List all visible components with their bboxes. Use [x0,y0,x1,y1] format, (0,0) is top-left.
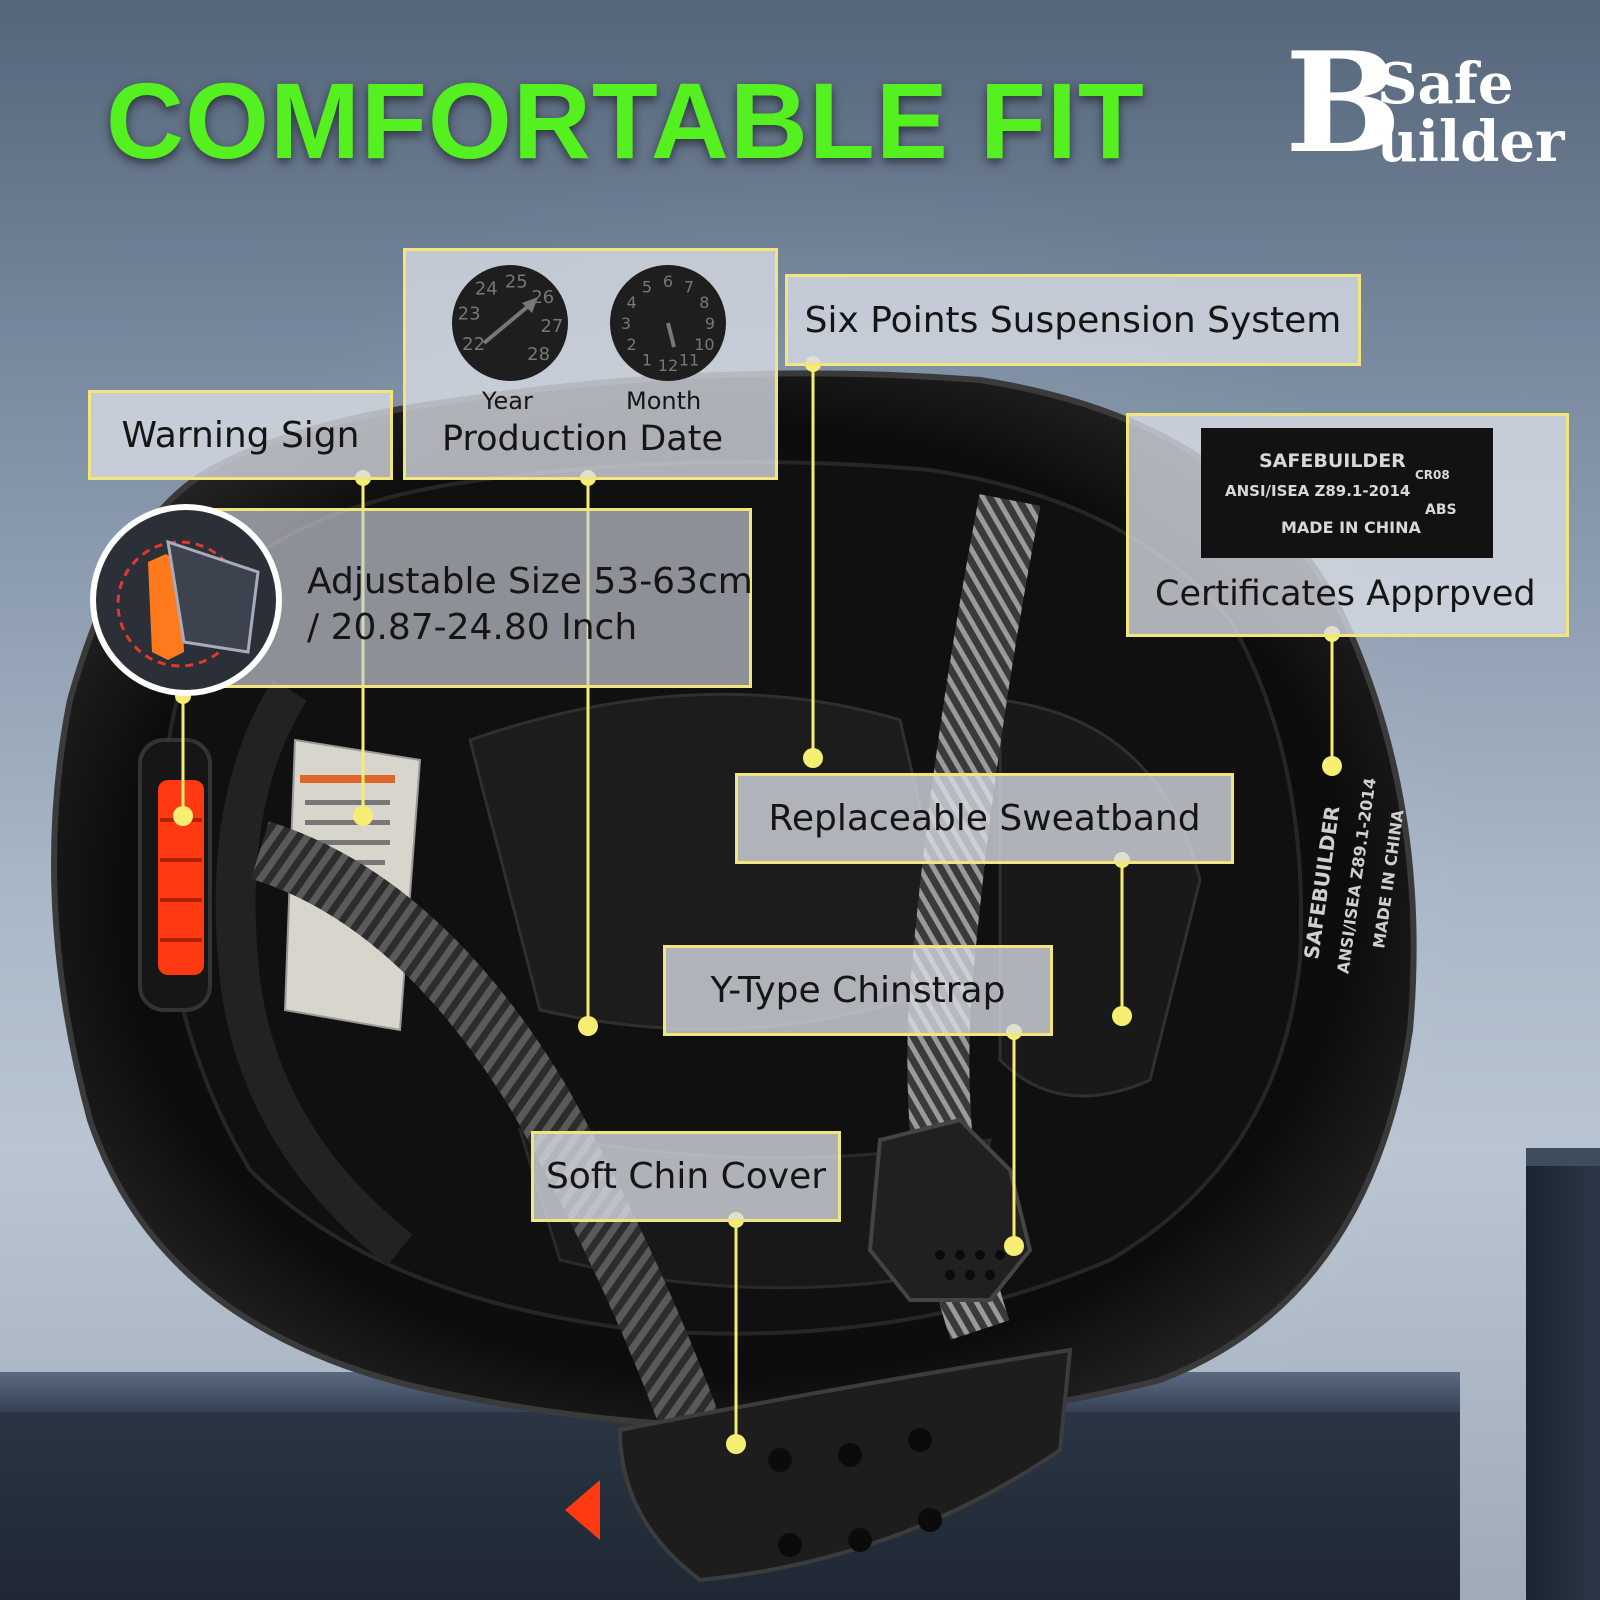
headline: COMFORTABLE FIT [106,60,1145,181]
callout-adjustable-line2: / 20.87-24.80 Inch [307,607,638,648]
callout-chin-cover-label: Soft Chin Cover [545,1156,827,1197]
dot-adjustable-end [173,806,193,826]
dot-suspension-end [803,748,823,768]
cert-code: CR08 [1415,468,1450,482]
dial-number: 24 [475,278,498,299]
callout-sweatband: Replaceable Sweatband [735,773,1234,864]
dial-number: 23 [458,304,481,325]
callout-certificates-label: Certificates Apprpved [1155,574,1536,614]
dial-number: 8 [699,293,709,312]
logo-line-2: uilder [1377,109,1565,175]
dial-number: 3 [621,314,631,333]
callout-production-date-label: Production Date [442,419,723,459]
chin-buckle [867,1117,1033,1302]
logo-initial: B [1285,21,1402,184]
background-block [1526,1148,1600,1600]
dot-warning-end [353,806,373,826]
dial-number: 4 [627,293,637,312]
background-block-top [1526,1148,1600,1166]
logo-line-1: Safe [1377,51,1514,117]
dial-number: 11 [679,350,699,369]
dial-number: 9 [705,314,715,333]
dot-cert-end [1322,756,1342,776]
dial-number: 6 [663,272,673,291]
dial-number: 26 [531,287,554,308]
callout-warning-sign: Warning Sign [88,390,393,480]
dial-number: 7 [684,278,694,297]
dial-number: 5 [642,278,652,297]
callout-adjustable-size: Adjustable Size 53-63cm / 20.87-24.80 In… [200,508,753,688]
cert-material: ABS [1425,502,1457,518]
dial-number: 27 [540,316,563,337]
callout-suspension: Six Points Suspension System [785,274,1361,366]
ratchet-knob [158,780,204,975]
callout-chinstrap: Y-Type Chinstrap [663,945,1053,1036]
callout-certificates: SAFEBUILDER CR08 ANSI/ISEA Z89.1-2014 AB… [1126,413,1569,637]
callout-sweatband-label: Replaceable Sweatband [768,798,1201,839]
callout-adjustable-line1: Adjustable Size 53-63cm [307,561,753,602]
dial-number: 2 [627,335,637,354]
cert-origin: MADE IN CHINA [1281,518,1421,537]
callout-suspension-label: Six Points Suspension System [804,299,1342,341]
dial-number: 28 [527,344,550,365]
callout-chinstrap-label: Y-Type Chinstrap [710,970,1006,1011]
dial-number: 22 [462,334,485,355]
cert-brand: SAFEBUILDER [1259,450,1406,472]
dial-month-label: Month [626,387,702,415]
cert-label-photo: SAFEBUILDER CR08 ANSI/ISEA Z89.1-2014 AB… [1201,428,1493,558]
dial-year-label: Year [482,387,533,415]
cert-standard: ANSI/ISEA Z89.1-2014 [1225,482,1411,500]
dial-number: 12 [658,356,678,375]
brand-logo: B Safe uilder [1285,34,1565,178]
dot-date-end [578,1016,598,1036]
adjuster-closeup-inset [90,504,282,696]
chinstrap-left [250,821,729,1460]
dial-number: 1 [642,350,652,369]
dial-number: 25 [505,272,528,293]
dial-number: 10 [694,335,714,354]
callout-warning-sign-label: Warning Sign [121,414,360,456]
callout-chin-cover: Soft Chin Cover [531,1131,841,1222]
dot-chinstrap-end [1004,1236,1024,1256]
dot-chincover-end [726,1434,746,1454]
headband [215,679,413,1266]
dot-sweatband-end [1112,1006,1132,1026]
